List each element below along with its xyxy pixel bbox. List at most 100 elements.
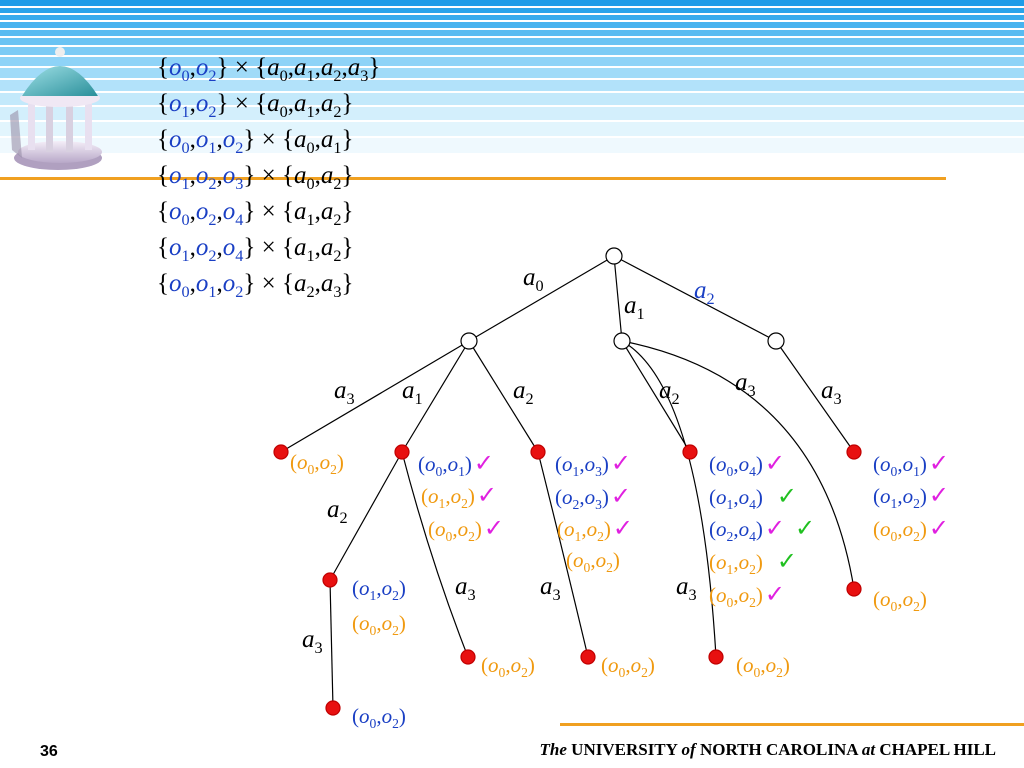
pair-label: (o1,o2)✓	[557, 516, 634, 545]
tree-node-leaf	[322, 572, 338, 588]
pair-label: (o1,o2)✓	[421, 483, 498, 512]
check-icon: ✓	[476, 483, 498, 509]
header-band	[0, 107, 1024, 120]
tree-edge	[329, 451, 403, 581]
header-band	[0, 80, 1024, 91]
pair-label: (o0,o2)	[601, 653, 655, 681]
pair-label: (o1,o2)	[352, 576, 406, 604]
header-band	[0, 68, 1024, 78]
footer-ch: CHAPEL HILL	[879, 740, 996, 759]
check-icon: ✓	[764, 451, 786, 477]
edge-label: a3	[334, 377, 355, 408]
edge-label: a1	[624, 292, 645, 323]
header-band	[0, 30, 1024, 36]
check-icon: ✓	[764, 582, 786, 608]
tree-edge	[280, 340, 470, 453]
check-icon: ✓	[610, 451, 632, 477]
edge-label: a3	[821, 377, 842, 408]
tree-edge-curved	[621, 340, 717, 658]
check-icon: ✓	[928, 483, 950, 509]
page-number: 36	[40, 743, 58, 760]
pair-label: (o2,o4)✓✓	[709, 516, 816, 545]
pair-label: (o1,o2)✓	[709, 549, 798, 578]
set-line: {o1,o2,o4} × {a1,a2}	[157, 234, 354, 265]
footer-rule	[560, 723, 1024, 726]
set-line: {o0,o2,o4} × {a1,a2}	[157, 198, 354, 229]
pair-label: (o0,o1)✓	[418, 451, 495, 480]
tree-node-open	[767, 332, 785, 350]
set-line: {o0,o2} × {a0,a1,a2,a3}	[157, 54, 381, 85]
check-icon: ✓	[610, 484, 632, 510]
pair-label: (o0,o2)✓	[873, 516, 950, 545]
tree-node-leaf	[530, 444, 546, 460]
check-icon: ✓	[776, 484, 798, 510]
tree-edge-curved	[621, 340, 855, 590]
tree-node-leaf	[682, 444, 698, 460]
tree-node-leaf	[273, 444, 289, 460]
pair-label: (o0,o2)	[352, 611, 406, 639]
tree-node-leaf	[325, 700, 341, 716]
footer-at: at	[861, 740, 876, 759]
old-well-logo-icon	[10, 47, 102, 170]
edge-label: a2	[659, 377, 680, 408]
check-icon: ✓	[795, 516, 816, 542]
set-line: {o1,o2} × {a0,a1,a2}	[157, 90, 354, 121]
tree-edge	[613, 255, 777, 342]
edge-label: a2	[694, 277, 715, 308]
footer-the: The	[539, 740, 567, 759]
tree-node-leaf	[460, 649, 476, 665]
pair-label: (o0,o2)	[290, 450, 344, 478]
tree-edge	[468, 340, 539, 453]
tree-node-leaf	[846, 444, 862, 460]
check-icon: ✓	[764, 516, 786, 542]
check-icon: ✓	[483, 516, 505, 542]
footer-nc: NORTH CAROLINA	[699, 740, 858, 759]
tree-node-leaf	[846, 581, 862, 597]
university-footer: The UNIVERSITY of NORTH CAROLINA at CHAP…	[540, 740, 996, 760]
pair-label: (o0,o2)	[873, 587, 927, 615]
edge-label: a0	[523, 264, 544, 295]
header-band	[0, 0, 1024, 6]
header-band	[0, 8, 1024, 13]
pair-label: (o0,o2)✓	[428, 516, 505, 545]
check-icon: ✓	[776, 549, 798, 575]
tree-edge	[621, 340, 691, 453]
pair-label: (o0,o2)	[736, 653, 790, 681]
edge-label: a1	[402, 377, 423, 408]
tree-node-leaf	[580, 649, 596, 665]
pair-label: (o0,o2)	[481, 653, 535, 681]
check-icon: ✓	[612, 516, 634, 542]
edge-label: a3	[302, 626, 323, 657]
header-band	[0, 47, 1024, 55]
header-band	[0, 93, 1024, 105]
pair-label: (o1,o2)✓	[873, 483, 950, 512]
edge-label: a2	[513, 377, 534, 408]
header-band	[0, 15, 1024, 20]
header-rule	[0, 177, 946, 180]
footer-university: UNIVERSITY	[571, 740, 678, 759]
header-band	[0, 57, 1024, 66]
edge-label: a3	[540, 573, 561, 604]
pair-label: (o0,o1)✓	[873, 451, 950, 480]
tree-node-open	[605, 247, 623, 265]
pair-label: (o2,o3)✓	[555, 484, 632, 513]
set-line: {o0,o1,o2} × {a0,a1}	[157, 126, 354, 157]
tree-node-open	[613, 332, 631, 350]
tree-edge	[329, 579, 334, 709]
tree-node-open	[460, 332, 478, 350]
pair-label: (o0,o4)✓	[709, 451, 786, 480]
header-band	[0, 138, 1024, 153]
tree-edge-curved	[401, 451, 469, 658]
tree-edge	[775, 340, 855, 453]
pair-label: (o0,o2)✓	[709, 582, 786, 611]
pair-label: (o1,o4)✓	[709, 484, 798, 513]
tree-edge	[468, 255, 615, 342]
tree-edge	[613, 255, 623, 342]
header-band	[0, 122, 1024, 136]
edge-label: a3	[676, 573, 697, 604]
tree-node-leaf	[708, 649, 724, 665]
check-icon: ✓	[928, 451, 950, 477]
set-line: {o1,o2,o3} × {a0,a2}	[157, 162, 354, 193]
